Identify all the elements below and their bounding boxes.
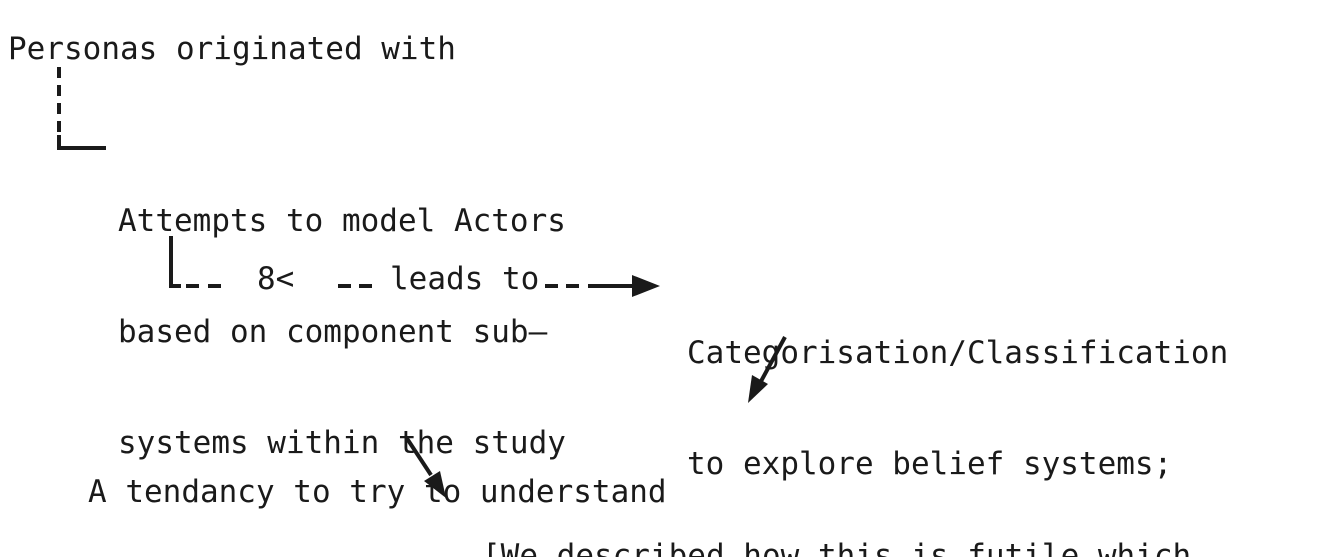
tendancy-node: A tendancy to try to understand their wo… xyxy=(88,400,667,557)
leads-to-arrowhead-icon xyxy=(632,275,660,297)
futile-note-line: [We described how this is futile which xyxy=(482,538,1192,557)
categorisation-node-line: Categorisation/Classification xyxy=(687,335,1229,371)
attempts-node-line: based on component sub— xyxy=(118,314,548,350)
categorisation-node-line: to explore belief systems; xyxy=(687,446,1173,482)
leads-to-label: leads to xyxy=(390,261,540,297)
categorisation-node: Categorisation/Classification to explore… xyxy=(687,261,1228,557)
attempts-node-line: Attempts to model Actors xyxy=(118,203,566,239)
tendancy-node-line: A tendancy to try to understand xyxy=(88,474,667,510)
attempts-node: Attempts to model Actors based on compon… xyxy=(118,129,566,536)
attempts-node-line: systems within the study xyxy=(118,425,566,461)
snip-mark-label: 8< xyxy=(257,261,295,297)
futile-note: [We described how this is futile which i… xyxy=(482,464,1191,557)
elbow-connector xyxy=(57,135,106,150)
root-node-label: Personas originated with xyxy=(8,31,456,67)
